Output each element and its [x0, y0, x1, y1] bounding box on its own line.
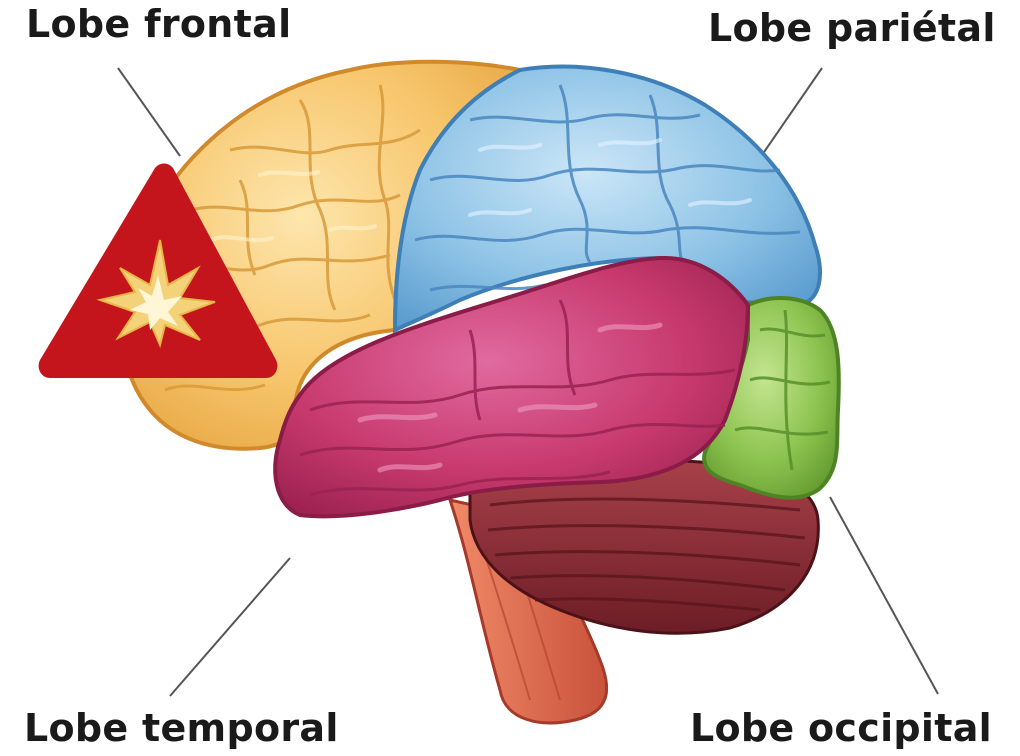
label-parietal-lobe: Lobe pariétal: [708, 6, 996, 50]
leader-temporal: [170, 558, 290, 696]
leader-frontal: [118, 68, 180, 156]
leader-occipital: [830, 497, 938, 694]
leader-parietal: [762, 68, 822, 155]
label-temporal-lobe: Lobe temporal: [24, 706, 339, 750]
label-occipital-lobe: Lobe occipital: [690, 706, 992, 750]
label-frontal-lobe: Lobe frontal: [26, 2, 291, 46]
